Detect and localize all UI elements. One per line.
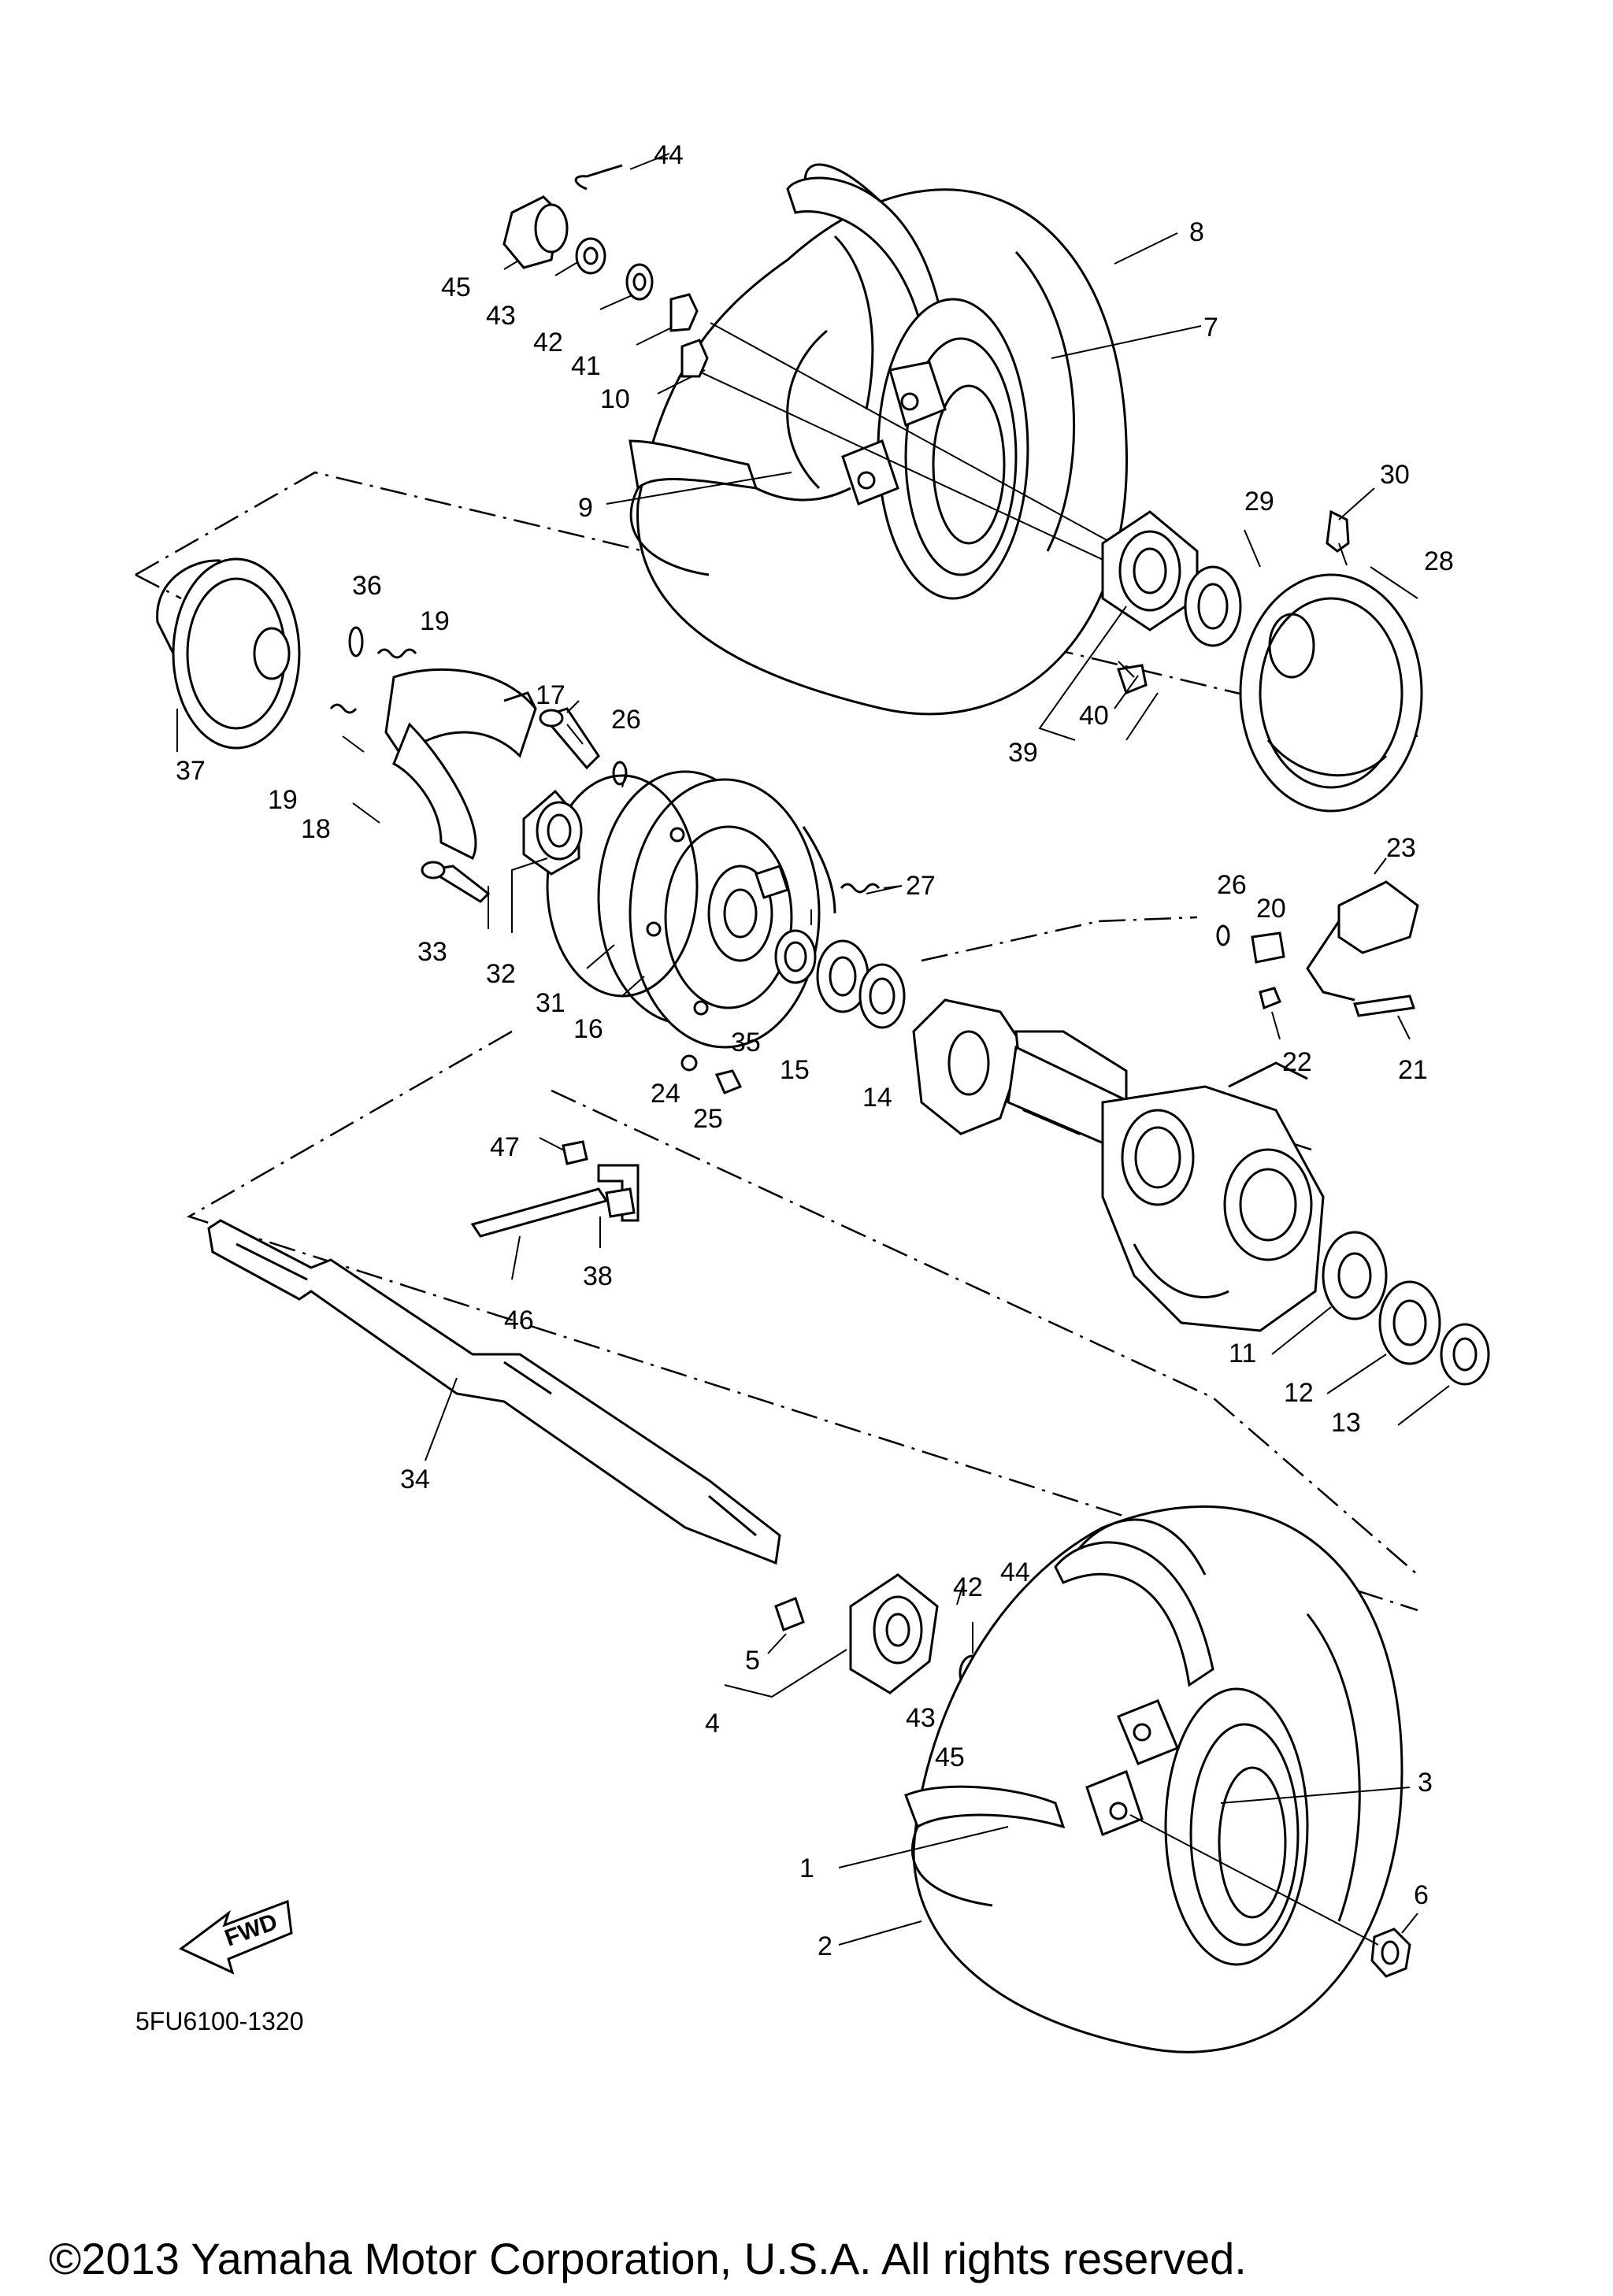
copyright-notice: ©2013 Yamaha Motor Corporation, U.S.A. A… bbox=[49, 2234, 1247, 2283]
callout-44a: 44 bbox=[654, 140, 684, 170]
callout-25: 25 bbox=[693, 1104, 723, 1134]
callout-28: 28 bbox=[1424, 546, 1454, 576]
callout-36: 36 bbox=[352, 571, 382, 601]
callout-26a: 26 bbox=[611, 705, 641, 735]
callout-8: 8 bbox=[1189, 217, 1204, 247]
callout-7: 7 bbox=[1203, 313, 1218, 343]
callout-15: 15 bbox=[780, 1055, 810, 1085]
callout-6: 6 bbox=[1414, 1880, 1429, 1910]
brake-panel-31 bbox=[597, 770, 836, 1049]
brake-linkage bbox=[1216, 857, 1419, 1040]
callout-27: 27 bbox=[906, 871, 936, 901]
callout-2: 2 bbox=[818, 1931, 832, 1961]
callout-21: 21 bbox=[1398, 1055, 1428, 1085]
callout-14: 14 bbox=[862, 1083, 892, 1113]
callout-37: 37 bbox=[176, 756, 206, 786]
upper-hardware bbox=[502, 164, 709, 378]
callout-23: 23 bbox=[1386, 833, 1416, 863]
callout-38: 38 bbox=[583, 1261, 613, 1291]
rear-axle-shaft bbox=[207, 1219, 781, 1565]
callout-44b: 44 bbox=[1000, 1557, 1030, 1587]
callout-34: 34 bbox=[400, 1465, 430, 1494]
callout-20: 20 bbox=[1256, 894, 1286, 924]
callout-11: 11 bbox=[1229, 1339, 1256, 1368]
callout-19a: 19 bbox=[420, 606, 450, 636]
brake-shoe-parts bbox=[329, 626, 537, 861]
callout-31: 31 bbox=[536, 988, 565, 1018]
callout-35: 35 bbox=[731, 1028, 761, 1057]
callout-5: 5 bbox=[745, 1646, 760, 1676]
callout-45a: 45 bbox=[441, 272, 471, 302]
callout-29: 29 bbox=[1244, 487, 1274, 517]
callout-45b: 45 bbox=[935, 1742, 965, 1772]
callout-26b: 26 bbox=[1217, 870, 1247, 900]
diagram-code: 5FU6100-1320 bbox=[135, 2007, 303, 2035]
upper-wheel-rim bbox=[629, 298, 1029, 600]
callout-33: 33 bbox=[417, 937, 447, 967]
callout-42a: 42 bbox=[533, 328, 563, 357]
wheel-nut-6 bbox=[1370, 1928, 1411, 1978]
callout-46: 46 bbox=[504, 1305, 534, 1335]
callout-16: 16 bbox=[573, 1014, 603, 1044]
callout-19b: 19 bbox=[268, 785, 298, 815]
callout-43a: 43 bbox=[486, 301, 516, 331]
callout-22: 22 bbox=[1282, 1047, 1312, 1077]
callout-17: 17 bbox=[536, 680, 565, 710]
fwd-arrow-icon: FWD bbox=[179, 1899, 293, 1975]
callout-47: 47 bbox=[490, 1132, 520, 1162]
callout-4: 4 bbox=[705, 1709, 720, 1739]
callout-30: 30 bbox=[1380, 460, 1410, 490]
callout-1: 1 bbox=[799, 1853, 814, 1883]
leader-lines-brake bbox=[488, 771, 903, 997]
callout-18: 18 bbox=[301, 814, 331, 844]
callout-13: 13 bbox=[1331, 1408, 1361, 1438]
callout-43b: 43 bbox=[906, 1703, 936, 1733]
callout-32: 32 bbox=[486, 959, 516, 989]
callout-3: 3 bbox=[1418, 1768, 1433, 1798]
leader-lines-lower bbox=[838, 1586, 1418, 1946]
callout-numbers: 44 8 45 43 7 42 41 10 30 29 9 28 36 19 1… bbox=[176, 140, 1454, 1961]
brake-drum-cover bbox=[156, 557, 301, 752]
seal-and-oring bbox=[421, 761, 699, 998]
leader-lines-hub bbox=[1114, 487, 1418, 709]
spring-27 bbox=[840, 883, 903, 894]
callout-24: 24 bbox=[651, 1079, 680, 1109]
callout-39: 39 bbox=[1008, 738, 1038, 768]
lower-wheel-tire bbox=[912, 1505, 1403, 2053]
rear-hub-assembly bbox=[1038, 509, 1423, 813]
axle-housing bbox=[912, 998, 1325, 1332]
lower-wheel-rim bbox=[904, 1687, 1309, 1966]
leader-lines-upper bbox=[503, 153, 1202, 568]
hub-lower bbox=[724, 1573, 939, 1698]
callout-41: 41 bbox=[571, 351, 601, 381]
callout-42b: 42 bbox=[953, 1572, 983, 1602]
axle-bearings bbox=[680, 929, 906, 1094]
callout-10: 10 bbox=[600, 384, 630, 414]
callout-12: 12 bbox=[1284, 1378, 1314, 1408]
brake-camshaft-17 bbox=[539, 700, 600, 770]
callout-9: 9 bbox=[578, 493, 593, 523]
clamp-and-rod bbox=[470, 1137, 640, 1280]
callout-40: 40 bbox=[1079, 701, 1109, 731]
housing-bearings bbox=[1271, 1231, 1490, 1426]
